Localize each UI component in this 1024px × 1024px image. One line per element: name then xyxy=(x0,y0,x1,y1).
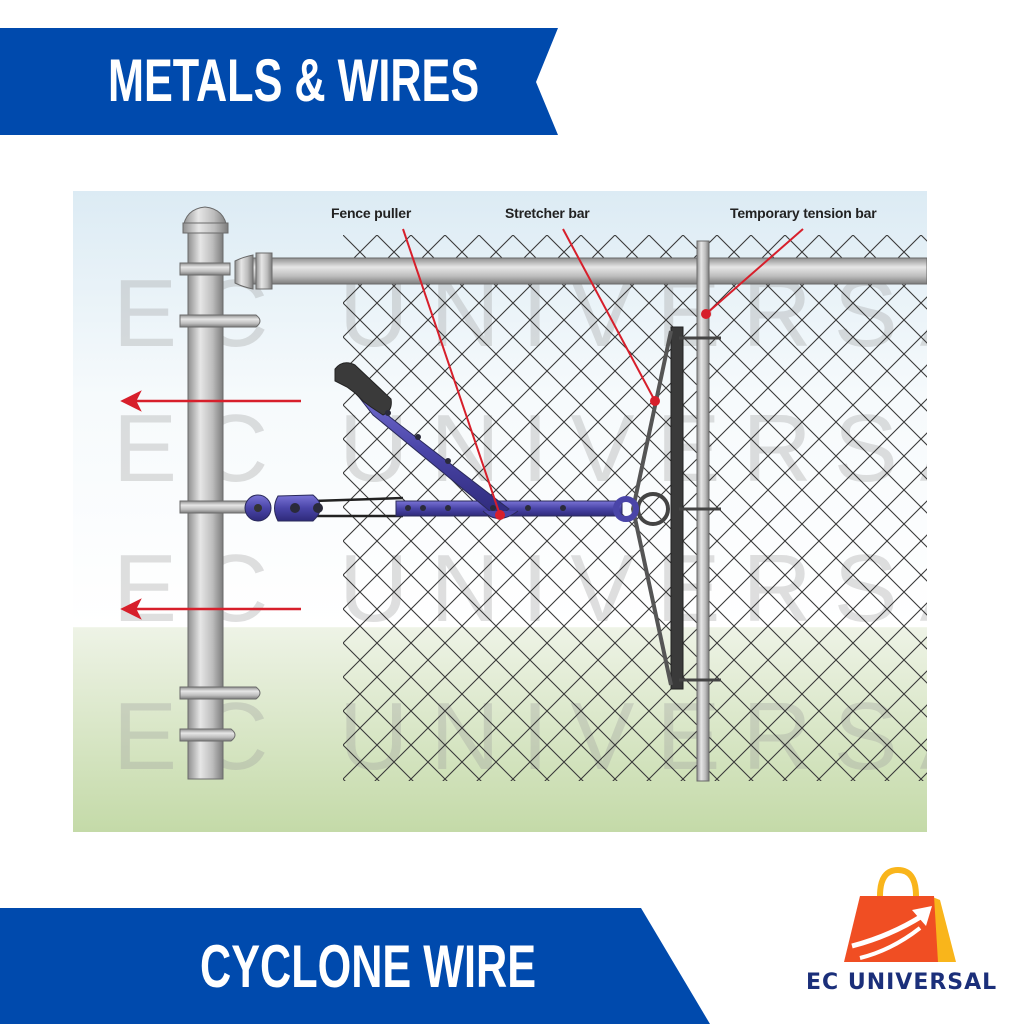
label-temporary-tension-bar: Temporary tension bar xyxy=(730,205,877,221)
banner-shape xyxy=(0,28,558,135)
diagram-illustration: EC UNIVERSAL EC UNIVERSAL EC UNIVERSAL E… xyxy=(73,191,1024,832)
category-title: METALS & WIRES xyxy=(108,47,480,114)
pull-direction-arrows xyxy=(120,390,301,620)
brand-name: EC UNIVERSAL xyxy=(806,970,998,995)
stretcher-clips xyxy=(679,336,721,682)
temporary-tension-bar xyxy=(696,240,710,782)
label-stretcher-bar: Stretcher bar xyxy=(505,205,590,221)
rail-cap xyxy=(255,252,273,290)
callout-lines xyxy=(402,228,804,520)
brand-logo xyxy=(830,866,1020,1016)
shopping-bag-arrow-icon xyxy=(844,866,956,962)
product-banner: CYCLONE WIRE xyxy=(0,908,710,1024)
product-title: CYCLONE WIRE xyxy=(200,933,537,1000)
fence-stretching-diagram: EC UNIVERSAL EC UNIVERSAL EC UNIVERSAL E… xyxy=(73,191,1024,832)
banner-shape xyxy=(0,908,710,1024)
puller-cable xyxy=(312,496,404,518)
rail-end xyxy=(234,254,254,290)
category-banner: METALS & WIRES xyxy=(0,28,560,135)
label-fence-puller: Fence puller xyxy=(331,205,412,221)
